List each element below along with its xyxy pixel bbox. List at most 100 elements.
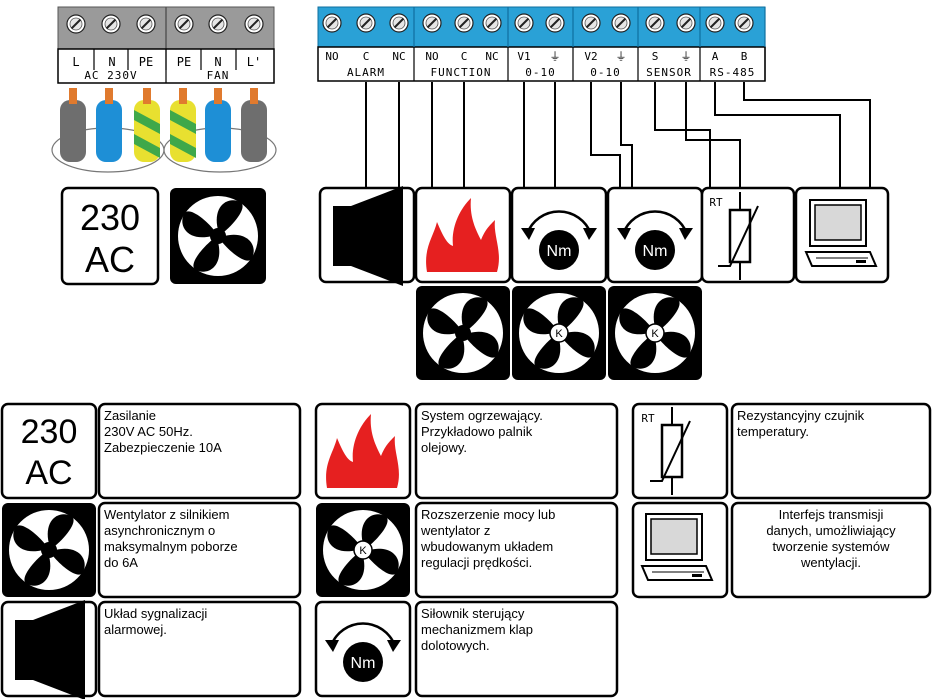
control-wires [365,82,871,192]
terminal-group-label: SENSOR [646,66,692,79]
legend-heating-desc [414,402,619,500]
legend-text-line: Rezystancyjny czujnik [737,408,865,423]
legend-text-line: Interfejs transmisji [779,507,884,522]
terminal-screw-icon [136,14,156,34]
legend-alarm-desc [97,600,302,698]
actuator-label-2: Nm [643,243,668,260]
legend-text-line: dolotowych. [421,638,490,653]
legend-text-line: System ogrzewający. [421,408,543,423]
legend-text-line: danych, umożliwiający [766,523,896,538]
terminal-screw-icon [581,13,601,33]
terminal-screw-icon [645,13,665,33]
fan-icon [178,196,258,276]
legend-text-line: alarmowej. [104,622,167,637]
legend-actuator-nm: Nm [351,655,376,672]
legend-power-desc [97,402,302,500]
legend-text-line: wentylator z [420,523,490,538]
sensor-rt-label: RT [709,196,723,209]
terminal-screw-icon [322,13,342,33]
terminal-label-PE: PE [139,55,153,69]
terminal-screw-icon [482,13,502,33]
terminal-label-L: L [72,55,79,69]
legend-text-line: olejowy. [421,440,467,455]
terminal-pin-label: B [741,50,748,63]
terminal-pin-label: ⏚ [681,50,692,63]
control-terminal-block [317,6,766,82]
legend-text-line: Zabezpieczenie 10A [104,440,222,455]
legend-text-line: Przykładowo palnik [421,424,533,439]
terminal-screw-icon [454,13,474,33]
terminal-label-fan-N: N [214,55,221,69]
legend-text-line: temperatury. [737,424,809,439]
computer-icon [641,513,713,581]
legend-text-line: maksymalnym poborze [104,539,238,554]
legend-text-line: do 6A [104,555,138,570]
terminal-pin-label: C [461,50,468,63]
terminal-pin-label: C [363,50,370,63]
terminal-screw-icon [208,14,228,34]
terminal-screw-icon [174,14,194,34]
ac-symbol-230: 230 [80,197,140,238]
legend-text-line: wbudowanym układem [420,539,553,554]
ac-symbol-card [60,186,160,286]
legend-rs485-desc [730,501,932,599]
computer-icon [805,199,877,267]
terminal-screw-icon [734,13,754,33]
terminal-label-fan-PE: PE [177,55,191,69]
legend-sensor-rt: RT [641,412,655,425]
legend-text-line: Układ sygnalizacji [104,606,207,621]
terminal-pin-label: ⏚ [550,50,561,63]
terminal-group-label: ALARM [347,66,385,79]
terminal-pin-label: NC [392,50,405,63]
legend-text-line: Zasilanie [104,408,156,423]
legend-fan-desc [97,501,302,599]
speed-k-label-2: K [651,328,659,340]
legend-speed-k: K [359,545,367,557]
terminal-screw-icon [545,13,565,33]
terminal-pin-label: A [712,50,719,63]
legend-power-icon-card [0,402,98,500]
terminal-pin-label: V2 [584,50,597,63]
terminal-screw-icon [356,13,376,33]
legend-text-line: asynchronicznym o [104,523,215,538]
legend-text-line: 230V AC 50Hz. [104,424,193,439]
terminal-pin-label: NO [425,50,438,63]
terminal-screw-icon [611,13,631,33]
group-label-fan: FAN [207,69,230,82]
terminal-pin-label: S [652,50,659,63]
terminal-pin-label: ⏚ [616,50,627,63]
terminal-screw-icon [705,13,725,33]
terminal-label-N: N [108,55,115,69]
terminal-group-label: FUNCTION [431,66,492,79]
power-terminal-block [57,6,275,84]
legend-sensor-desc [730,402,932,500]
legend-text-line: mechanizmem klap [421,622,533,637]
legend-speed-desc [414,501,619,599]
fan-icon [9,510,89,590]
terminal-group-label: 0-10 [525,66,556,79]
speed-k-label-1: K [555,328,563,340]
terminal-group-label: 0-10 [590,66,621,79]
ac-symbol-ac: AC [85,239,135,280]
legend-text-line: tworzenie systemów [772,539,890,554]
terminal-screw-icon [389,13,409,33]
terminal-screw-icon [676,13,696,33]
terminal-screw-icon [244,14,264,34]
legend-text-line: Siłownik sterujący [421,606,525,621]
terminal-group-label: RS-485 [710,66,756,79]
legend-ac-230: 230 [21,413,78,451]
terminal-label-fan-L: L' [247,55,261,69]
terminal-screw-icon [101,14,121,34]
fan-icon [423,293,503,373]
legend-text-line: regulacji prędkości. [421,555,532,570]
terminal-screw-icon [422,13,442,33]
terminal-pin-label: NO [325,50,338,63]
legend-text-line: Rozszerzenie mocy lub [421,507,555,522]
group-label-ac: AC 230V [84,69,137,82]
legend-ac-ac: AC [25,454,72,492]
actuator-label-1: Nm [547,243,572,260]
terminal-pin-label: V1 [517,50,530,63]
terminal-pin-label: NC [485,50,498,63]
terminal-screw-icon [66,14,86,34]
